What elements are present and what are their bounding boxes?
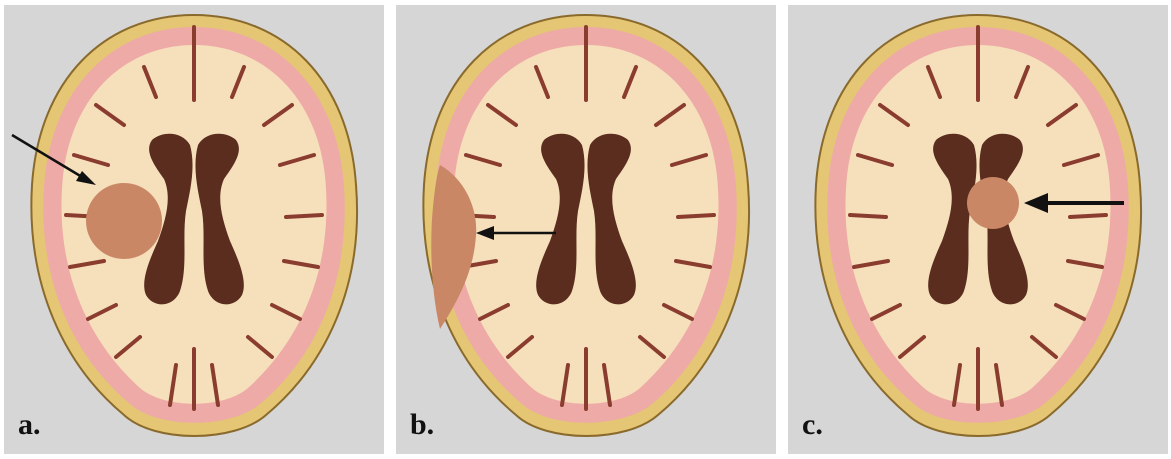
panel-a: a.	[4, 5, 384, 454]
panel-label-a: a.	[18, 410, 41, 440]
lesion-intraventricular	[967, 177, 1019, 229]
brain-axial-diagram-c	[788, 5, 1168, 454]
panel-label-b: b.	[410, 410, 434, 440]
brain	[31, 15, 357, 436]
brain	[815, 15, 1141, 436]
brain-axial-diagram-a	[4, 5, 384, 454]
panel-b: b.	[396, 5, 776, 454]
panel-c: c.	[788, 5, 1168, 454]
brain-axial-diagram-b	[396, 5, 776, 454]
panel-label-c: c.	[802, 410, 823, 440]
lesion-intra-axial	[86, 183, 162, 259]
